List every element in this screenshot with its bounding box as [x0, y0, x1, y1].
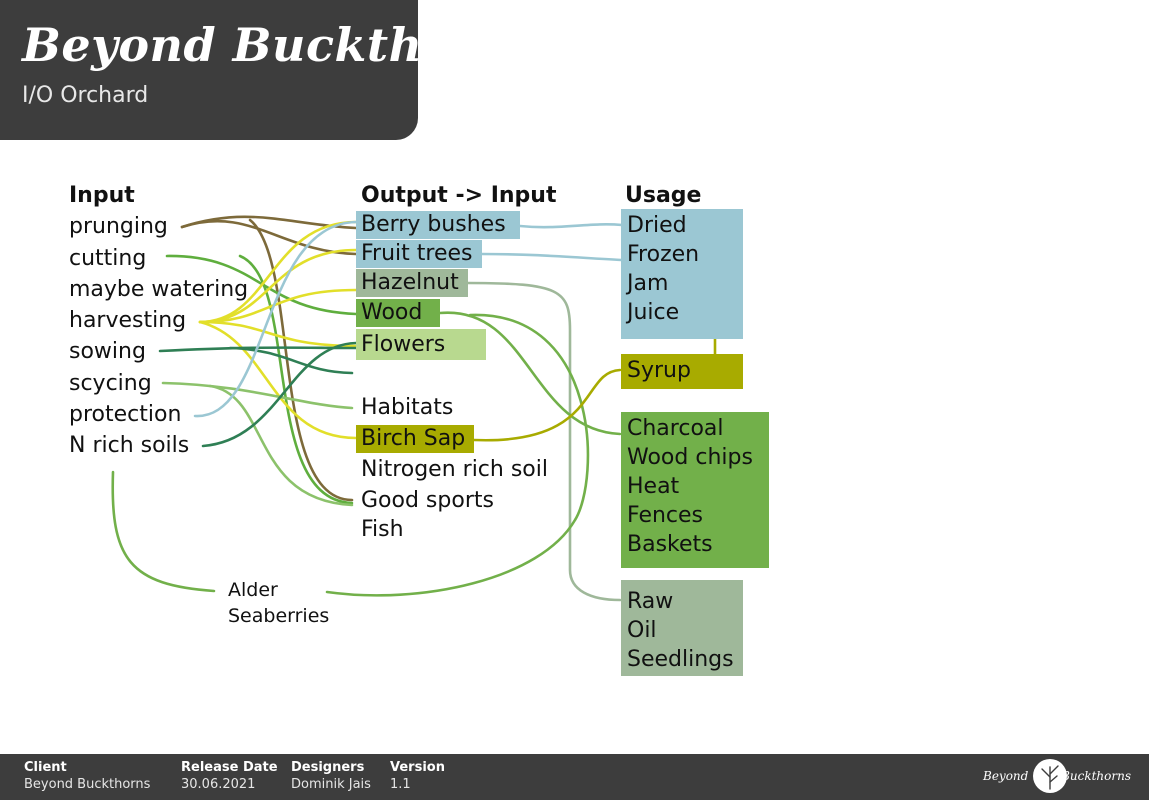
output-item: Birch Sap	[361, 426, 466, 451]
brand-logo: Beyond Buckthorns	[981, 758, 1131, 796]
usage-box-wood	[621, 412, 769, 568]
link-harvest-hazel	[198, 288, 358, 324]
footer-client-value: Beyond Buckthorns	[24, 777, 151, 792]
input-item: sowing	[69, 339, 146, 364]
brand-title: Beyond Buckthorns	[22, 18, 539, 72]
usage-box-syrup	[621, 354, 743, 389]
output-item: Good sports	[361, 488, 494, 513]
output-box-sap	[356, 425, 474, 453]
footer-date-value: 30.06.2021	[181, 777, 256, 792]
output-box-fruit	[356, 240, 482, 268]
footer-date-label: Release Date	[181, 760, 278, 775]
output-item: Fish	[361, 517, 404, 542]
output-box-berry	[356, 211, 520, 239]
link-scycing-goodsports	[208, 384, 354, 507]
column-header-output: Output -> Input	[361, 183, 557, 208]
extra-item-seaberries: Seaberries	[228, 605, 330, 627]
usage-item: Syrup	[627, 358, 691, 383]
link-cutting-wood	[165, 254, 358, 316]
usage-item: Jam	[627, 271, 669, 296]
footer-version-label: Version	[390, 760, 445, 775]
link-scycing-habitats	[161, 381, 354, 410]
input-item: harvesting	[69, 308, 187, 333]
output-box-wood	[356, 299, 440, 327]
link-hazel-raw	[466, 281, 622, 602]
usage-item: Heat	[627, 474, 680, 499]
footer-version-value: 1.1	[390, 777, 411, 792]
input-item: N rich soils	[69, 433, 190, 458]
link-nrich-flowers	[201, 341, 358, 448]
output-item: Berry bushes	[361, 212, 506, 237]
link-berry-dried	[518, 223, 624, 229]
footer-designers-label: Designers	[291, 760, 365, 775]
usage-item: Fences	[627, 503, 704, 528]
usage-item: Seedlings	[627, 647, 734, 672]
link-nrich-alder	[111, 470, 216, 593]
input-item: protection	[69, 402, 182, 427]
usage-item: Oil	[627, 618, 657, 643]
link-sap-syrup	[472, 368, 622, 442]
column-header-input: Input	[69, 183, 135, 208]
output-item: Hazelnut	[361, 270, 459, 295]
input-item: scycing	[69, 371, 152, 396]
logo-text-right: Buckthorns	[1061, 769, 1131, 783]
input-item: prunging	[69, 214, 168, 239]
output-item: Habitats	[361, 395, 454, 420]
column-header-usage: Usage	[625, 183, 702, 208]
input-item: maybe watering	[69, 277, 249, 302]
link-sowing-habitats	[228, 346, 354, 375]
footer-designers-value: Dominik Jais	[291, 777, 371, 792]
footer-client-label: Client	[24, 760, 67, 775]
input-item: cutting	[69, 246, 147, 271]
link-prunging-goodsports	[248, 218, 354, 502]
output-box-flowers	[356, 329, 486, 360]
usage-item: Charcoal	[627, 416, 724, 441]
usage-box-berry	[621, 209, 743, 339]
output-box-hazel	[356, 269, 468, 297]
usage-item: Baskets	[627, 532, 713, 557]
tree-icon	[1033, 759, 1067, 793]
link-harvest-flowers	[198, 320, 358, 348]
link-fruit-frozen	[480, 252, 624, 262]
usage-item: Frozen	[627, 242, 700, 267]
link-harvest-sap	[198, 320, 358, 440]
output-item: Wood	[361, 300, 423, 325]
output-item: Nitrogen rich soil	[361, 457, 548, 482]
logo-text-left: Beyond	[983, 769, 1029, 783]
usage-item: Raw	[627, 589, 674, 614]
header-panel: Beyond Buckthorns I/O Orchard	[0, 0, 538, 140]
link-protection-berry	[193, 220, 358, 418]
footer-bar: Client Beyond Buckthorns Release Date 30…	[0, 754, 1149, 800]
extra-item-alder: Alder	[228, 579, 278, 601]
link-harvest-fruit	[198, 248, 358, 324]
link-wood-alder	[325, 313, 590, 597]
usage-box-hazel	[621, 580, 743, 676]
page-subtitle: I/O Orchard	[22, 83, 149, 108]
usage-item: Wood chips	[627, 445, 753, 470]
usage-item: Juice	[627, 300, 680, 325]
link-cutting-goodsports	[238, 254, 354, 505]
output-item: Fruit trees	[361, 241, 473, 266]
output-item: Flowers	[361, 332, 446, 357]
usage-item: Dried	[627, 213, 687, 238]
